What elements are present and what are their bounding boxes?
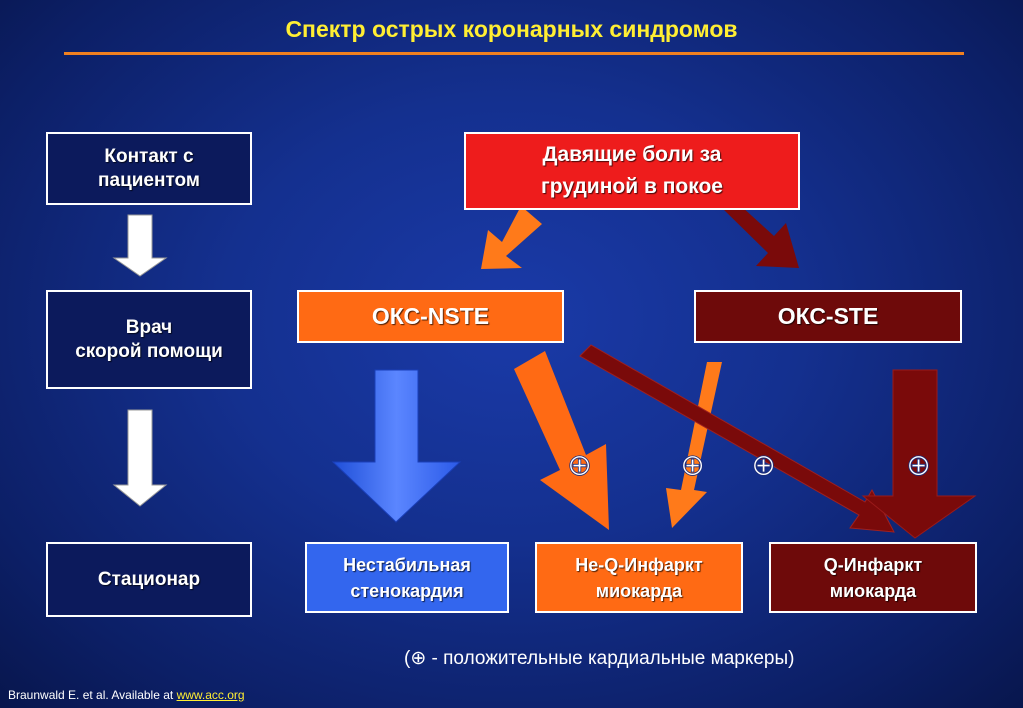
citation-text: Braunwald E. et al. Available at [8, 688, 177, 702]
arrow-pain-to-nste [481, 206, 542, 269]
marker-text-4: ⊕ [906, 448, 931, 483]
arrow-ste-to-qmi [861, 369, 977, 539]
citation-link[interactable]: www.acc.org [176, 688, 245, 702]
marker-text-2: ⊕ [680, 448, 705, 483]
unstable-angina-box: Нестабильная стенокардия [305, 542, 509, 613]
arrow-pain-to-ste [720, 206, 799, 268]
arrow-nste-to-nonq [514, 351, 609, 530]
contact-box: Контакт с пациентом [46, 132, 252, 205]
page-title: Спектр острых коронарных синдромов [285, 16, 738, 42]
chest-pain-box: Давящие боли за грудиной в покое [464, 132, 800, 210]
q-mi-box: Q-Инфаркт миокарда [769, 542, 977, 613]
marker-icon-3: ⊕ [751, 448, 777, 484]
arrow-nste-to-qmi [579, 344, 895, 533]
doctor-box: Врач скорой помощи [46, 290, 252, 389]
down-arrow-1 [112, 214, 168, 277]
arrow-nste-to-angina [331, 369, 462, 523]
marker-icon-4: ⊕ [906, 448, 932, 484]
marker-icon-2: ⊕ [680, 448, 706, 484]
title-underline [64, 52, 964, 55]
down-arrow-2 [112, 409, 168, 507]
marker-text-3: ⊕ [751, 448, 776, 483]
hospital-box: Стационар [46, 542, 252, 617]
non-q-mi-box: Не-Q-Инфаркт миокарда [535, 542, 743, 613]
marker-text-1: ⊕ [567, 448, 592, 483]
marker-icon-1: ⊕ [567, 448, 593, 484]
oks-ste-box: ОКС-STE [694, 290, 962, 343]
citation: Braunwald E. et al. Available at www.acc… [8, 688, 245, 702]
marker-legend: (⊕ - положительные кардиальные маркеры) [404, 648, 795, 669]
arrow-ste-to-nonq [666, 362, 722, 528]
oks-nste-box: ОКС-NSTE [297, 290, 564, 343]
